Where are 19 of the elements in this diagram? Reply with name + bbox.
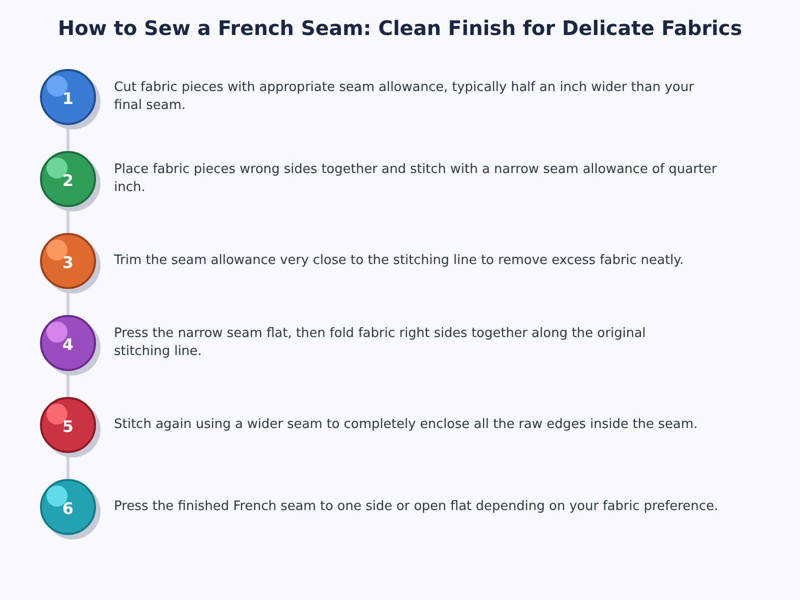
step-description: Stitch again using a wider seam to completely enclose all the raw edges inside the seam. [114,416,698,434]
step-circle [40,69,101,130]
step-circle [40,315,101,376]
step-circle [40,397,101,458]
step-number: 3 [62,254,74,272]
step-circle [40,479,101,540]
step-number: 4 [62,336,74,354]
step-description: Trim the seam allowance very close to the stitching line to remove excess fabric neatly. [114,252,684,270]
step-number: 2 [62,172,74,190]
step-description: Press the narrow seam flat, then fold fabric right sides together along the original stitching line. [114,325,646,361]
step-description: Place fabric pieces wrong sides together and stitch with a narrow seam allowance of quarter inch. [114,161,717,197]
step-description: Cut fabric pieces with appropriate seam allowance, typically half an inch wider than your final seam. [114,79,694,115]
step-number: 5 [62,418,74,436]
step-description: Press the finished French seam to one side or open flat depending on your fabric preference. [114,498,718,516]
step-number: 6 [62,500,74,518]
step-circle [40,233,101,294]
step-number: 1 [62,90,74,108]
step-circle [40,151,101,212]
diagram-title: How to Sew a French Seam: Clean Finish for Delicate Fabrics [56,16,744,40]
